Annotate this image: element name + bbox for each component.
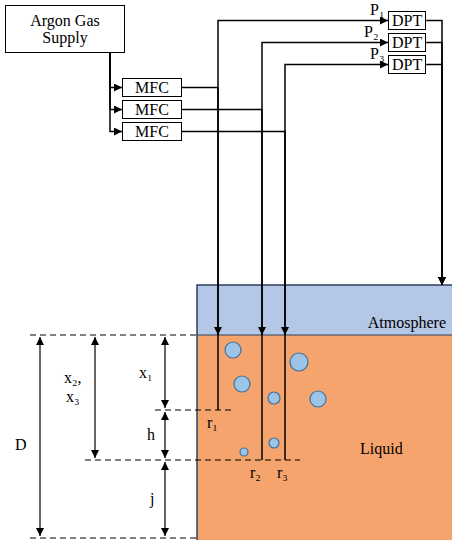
tube-stub	[284, 335, 286, 460]
dashed-line	[85, 460, 300, 461]
node-text: DPT	[392, 12, 422, 29]
node-text: MFC	[135, 101, 169, 118]
tube-stub	[261, 335, 263, 460]
pressure-label: P₂	[364, 23, 378, 40]
depth-label: x₃	[66, 388, 80, 405]
node-text: Liquid	[360, 440, 403, 458]
pressure-transducer-box: DPT	[388, 33, 426, 52]
bubble	[234, 376, 250, 392]
dimension-label: h	[147, 426, 155, 443]
dashed-line	[155, 410, 232, 411]
bubble	[268, 392, 280, 404]
bubbles	[225, 342, 326, 456]
liquid-surface	[197, 335, 452, 336]
node-text: MFC	[135, 123, 169, 140]
dimension-label: D	[15, 436, 27, 453]
node-text: Atmosphere	[368, 314, 446, 332]
dimension-label: j	[150, 490, 154, 507]
pressure-transducer-box: DPT	[388, 11, 426, 30]
gas-line-connector	[426, 43, 442, 286]
bubble	[310, 391, 326, 407]
gas-line-connector	[110, 53, 122, 132]
gas-line-connector	[285, 65, 388, 336]
dimension-arrow	[164, 412, 165, 458]
radius-label: r₃	[277, 464, 288, 481]
node-text: MFC	[135, 79, 169, 96]
dashed-line	[30, 538, 197, 539]
radius-label: r₂	[250, 464, 261, 481]
gas-line-connector	[182, 88, 218, 336]
pressure-label: P₃	[370, 45, 384, 62]
dimension-arrow	[164, 337, 165, 408]
pressure-label: P₁	[370, 1, 384, 18]
bubble	[269, 438, 279, 448]
bubble	[290, 353, 308, 371]
tube-stub	[217, 335, 219, 410]
atmosphere-fill	[197, 285, 452, 335]
node-text: DPT	[392, 34, 422, 51]
gas-line-connector	[182, 132, 285, 336]
gas-line-connector	[262, 43, 388, 336]
atmosphere-region: Atmosphere	[197, 285, 452, 335]
flow-controller-box: MFC	[122, 78, 182, 97]
gas-line-connector	[426, 21, 442, 286]
dashed-reference-lines	[30, 335, 300, 538]
flow-controller-box: MFC	[122, 122, 182, 141]
depth-label: x₁	[139, 364, 153, 381]
gas-line-connector	[182, 110, 262, 336]
dimension-arrow	[164, 462, 165, 536]
gas-supply-box: Argon Gas Supply	[5, 5, 125, 53]
bubble	[225, 342, 241, 358]
vessel-wall	[197, 285, 452, 540]
node-text: DPT	[392, 56, 422, 73]
gas-line-connector	[426, 65, 442, 286]
liquid-region: Liquid	[197, 335, 452, 540]
gas-line-connector	[110, 53, 122, 110]
dimension-arrow	[94, 337, 95, 458]
depth-label: x₂,	[64, 369, 82, 386]
flow-controller-box: MFC	[122, 100, 182, 119]
liquid-fill	[197, 335, 452, 540]
dimension-arrows	[40, 337, 165, 536]
radius-label: r₁	[207, 414, 218, 431]
gas-line-connector	[218, 21, 388, 336]
node-text: Argon Gas Supply	[16, 12, 114, 46]
dashed-line	[30, 335, 197, 336]
gas-line-connector	[110, 53, 122, 88]
dimension-arrow	[39, 337, 40, 536]
pressure-transducer-box: DPT	[388, 55, 426, 74]
bubble	[240, 448, 248, 456]
